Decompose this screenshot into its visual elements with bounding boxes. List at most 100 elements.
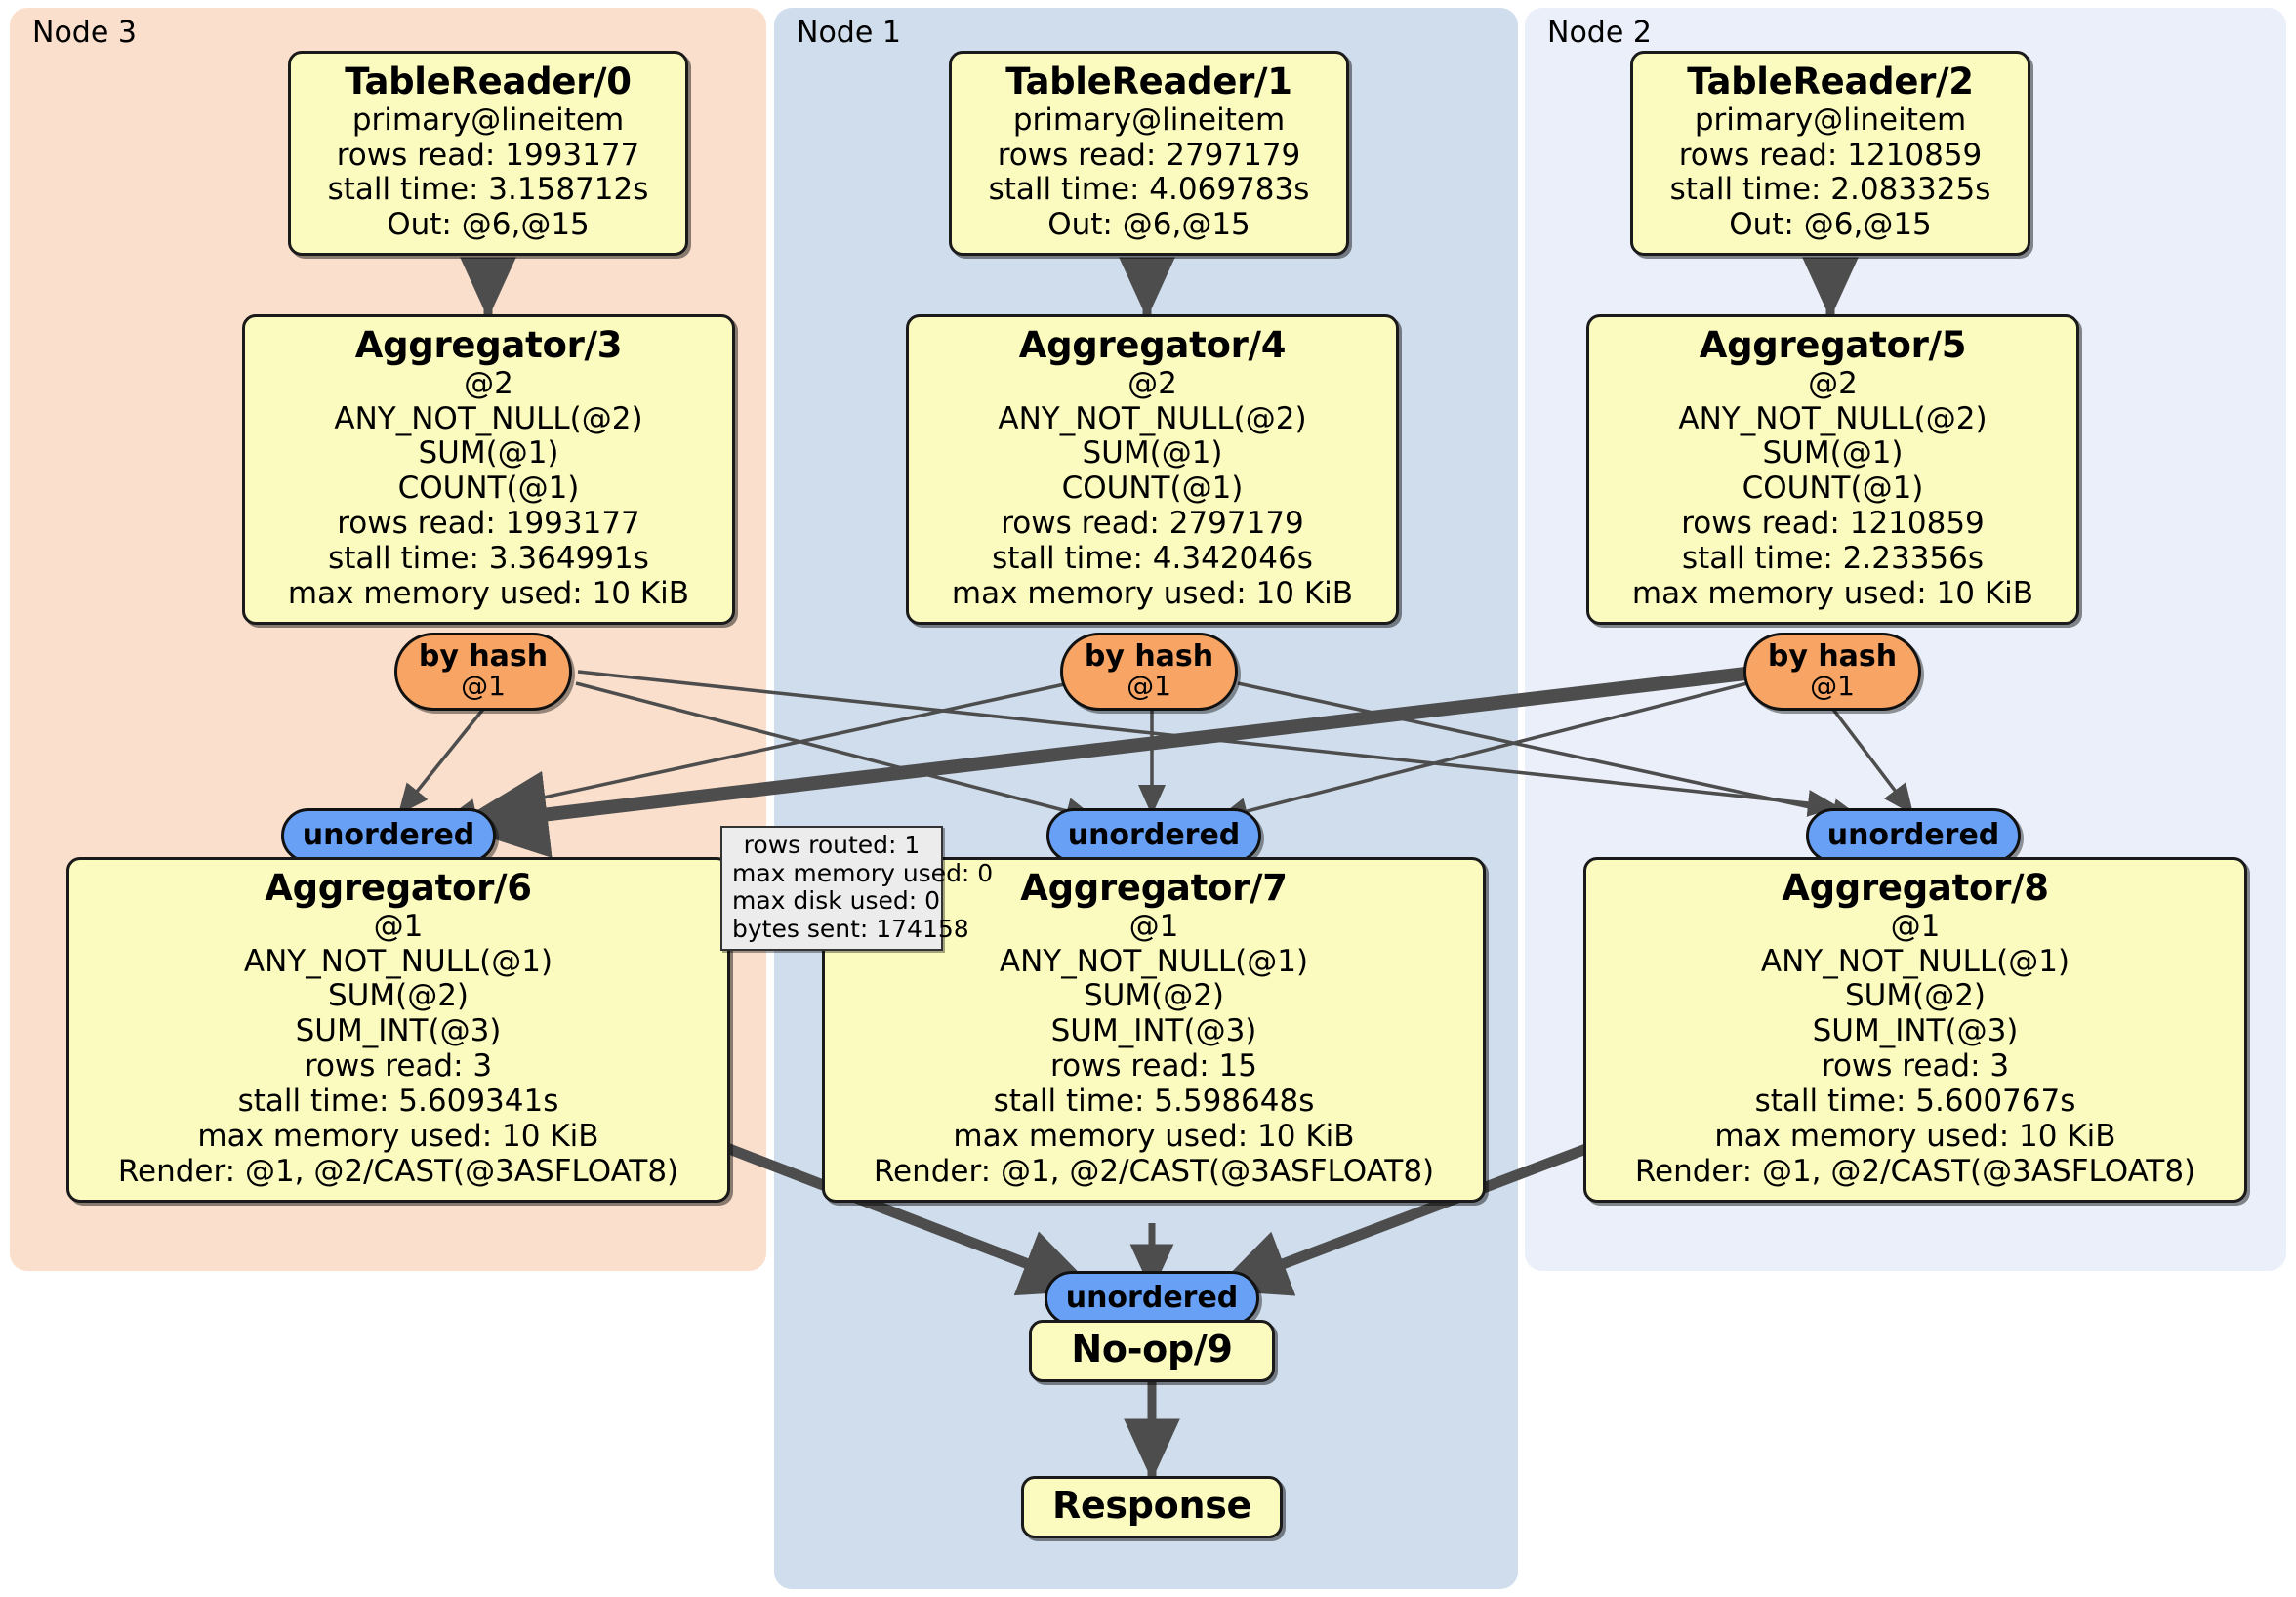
stats-line: max memory used: 0 [732, 858, 994, 887]
processor-detail: Render: @1, @2/CAST(@3ASFLOAT8) [1634, 1154, 2196, 1190]
processor-aggregator-6[interactable]: Aggregator/6 @1 ANY_NOT_NULL(@1) SUM(@2)… [66, 857, 730, 1204]
processor-detail: SUM_INT(@3) [295, 1013, 502, 1049]
processor-detail: Out: @6,@15 [1047, 207, 1250, 243]
stats-line: bytes sent: 174158 [732, 914, 969, 943]
processor-tablereader-2[interactable]: TableReader/2 primary@lineitem rows read… [1630, 51, 2030, 257]
processor-detail: @2 [1128, 365, 1177, 401]
processor-title: Aggregator/6 [265, 867, 532, 909]
router-column: @1 [1127, 670, 1171, 703]
processor-aggregator-5[interactable]: Aggregator/5 @2 ANY_NOT_NULL(@2) SUM(@1)… [1586, 314, 2079, 626]
processor-detail: SUM(@1) [1082, 435, 1223, 471]
processor-title: Aggregator/4 [1018, 324, 1287, 366]
processor-title: Aggregator/7 [1020, 867, 1288, 909]
cluster-label-node2: Node 2 [1547, 16, 1652, 50]
cluster-label-node3: Node 3 [32, 16, 137, 50]
processor-detail: SUM(@1) [1762, 435, 1904, 471]
processor-detail: SUM_INT(@3) [1050, 1013, 1257, 1049]
processor-detail: rows read: 15 [1050, 1048, 1257, 1085]
processor-detail: primary@lineitem [1694, 102, 1967, 138]
synchronizer-unordered-9[interactable]: unordered [1045, 1271, 1259, 1326]
processor-detail: Out: @6,@15 [387, 207, 590, 243]
processor-detail: SUM(@1) [418, 435, 559, 471]
processor-detail: SUM(@2) [327, 978, 470, 1014]
synchronizer-unordered-8[interactable]: unordered [1806, 808, 2021, 863]
processor-detail: Render: @1, @2/CAST(@3ASFLOAT8) [117, 1154, 679, 1190]
processor-title: Aggregator/3 [354, 324, 623, 366]
processor-title: Response [1051, 1484, 1251, 1527]
router-title: by hash [1767, 638, 1898, 674]
processor-aggregator-8[interactable]: Aggregator/8 @1 ANY_NOT_NULL(@1) SUM(@2)… [1583, 857, 2247, 1204]
processor-detail: max memory used: 10 KiB [951, 576, 1354, 612]
router-title: by hash [1084, 638, 1214, 674]
processor-detail: rows read: 3 [1821, 1048, 2010, 1085]
processor-detail: ANY_NOT_NULL(@1) [999, 943, 1309, 979]
processor-detail: COUNT(@1) [1742, 471, 1924, 507]
processor-detail: @1 [1890, 908, 1941, 944]
processor-detail: SUM(@2) [1083, 978, 1225, 1014]
processor-detail: @1 [373, 908, 424, 944]
processor-tablereader-0[interactable]: TableReader/0 primary@lineitem rows read… [288, 51, 688, 257]
processor-detail: max memory used: 10 KiB [1714, 1119, 2116, 1155]
processor-noop-9[interactable]: No-op/9 [1029, 1320, 1275, 1382]
processor-title: TableReader/2 [1687, 61, 1974, 102]
processor-detail: ANY_NOT_NULL(@2) [334, 400, 643, 436]
processor-detail: rows read: 2797179 [1001, 506, 1304, 542]
processor-detail: max memory used: 10 KiB [953, 1119, 1355, 1155]
processor-detail: ANY_NOT_NULL(@2) [1678, 400, 1988, 436]
processor-detail: ANY_NOT_NULL(@2) [998, 400, 1307, 436]
synchronizer-label: unordered [1826, 817, 2000, 852]
processor-detail: Render: @1, @2/CAST(@3ASFLOAT8) [873, 1154, 1435, 1190]
processor-detail: rows read: 1210859 [1681, 506, 1985, 542]
processor-detail: stall time: 5.600767s [1754, 1084, 2076, 1120]
processor-detail: stall time: 4.342046s [992, 541, 1313, 577]
processor-detail: max memory used: 10 KiB [1631, 576, 2034, 612]
processor-detail: stall time: 5.609341s [237, 1084, 559, 1120]
processor-detail: primary@lineitem [351, 102, 625, 138]
processor-tablereader-1[interactable]: TableReader/1 primary@lineitem rows read… [949, 51, 1349, 257]
synchronizer-label: unordered [302, 817, 475, 852]
processor-detail: max memory used: 10 KiB [287, 576, 690, 612]
cluster-label-node1: Node 1 [797, 16, 901, 50]
processor-detail: SUM_INT(@3) [1812, 1013, 2019, 1049]
router-by-hash-4[interactable]: by hash @1 [1060, 633, 1238, 711]
processor-detail: @2 [1808, 365, 1858, 401]
stats-line: max disk used: 0 [732, 886, 941, 915]
processor-detail: ANY_NOT_NULL(@1) [243, 943, 554, 979]
processor-detail: @2 [464, 365, 513, 401]
router-title: by hash [418, 638, 549, 674]
processor-detail: stall time: 2.23356s [1681, 541, 1985, 577]
processor-detail: rows read: 2797179 [997, 137, 1301, 173]
processor-detail: stall time: 3.364991s [328, 541, 649, 577]
processor-detail: Out: @6,@15 [1729, 207, 1932, 243]
processor-title: TableReader/1 [1005, 61, 1292, 102]
router-by-hash-5[interactable]: by hash @1 [1743, 633, 1921, 711]
synchronizer-unordered-6[interactable]: unordered [281, 808, 496, 863]
processor-title: Aggregator/5 [1699, 324, 1967, 366]
processor-response[interactable]: Response [1021, 1476, 1283, 1538]
processor-detail: rows read: 3 [304, 1048, 493, 1085]
processor-detail: rows read: 1993177 [337, 506, 640, 542]
processor-detail: COUNT(@1) [1061, 471, 1244, 507]
processor-aggregator-4[interactable]: Aggregator/4 @2 ANY_NOT_NULL(@2) SUM(@1)… [906, 314, 1399, 626]
router-column: @1 [461, 670, 506, 703]
synchronizer-label: unordered [1065, 1280, 1239, 1315]
processor-aggregator-3[interactable]: Aggregator/3 @2 ANY_NOT_NULL(@2) SUM(@1)… [242, 314, 735, 626]
processor-title: TableReader/0 [345, 61, 632, 102]
processor-detail: max memory used: 10 KiB [197, 1119, 599, 1155]
processor-detail: SUM(@2) [1844, 978, 1987, 1014]
router-column: @1 [1810, 670, 1855, 703]
router-by-hash-3[interactable]: by hash @1 [394, 633, 572, 711]
processor-detail: @1 [1128, 908, 1179, 944]
processor-detail: stall time: 5.598648s [993, 1084, 1315, 1120]
synchronizer-unordered-7[interactable]: unordered [1046, 808, 1261, 863]
processor-detail: primary@lineitem [1012, 102, 1286, 138]
router-stats-tooltip: rows routed: 1 max memory used: 0 max di… [720, 826, 994, 951]
processor-detail: ANY_NOT_NULL(@1) [1760, 943, 2070, 979]
processor-detail: rows read: 1993177 [336, 137, 640, 173]
processor-detail: rows read: 1210859 [1678, 137, 1983, 173]
processor-detail: COUNT(@1) [397, 471, 580, 507]
processor-detail: stall time: 4.069783s [988, 172, 1310, 208]
synchronizer-label: unordered [1067, 817, 1241, 852]
processor-title: No-op/9 [1071, 1328, 1233, 1371]
